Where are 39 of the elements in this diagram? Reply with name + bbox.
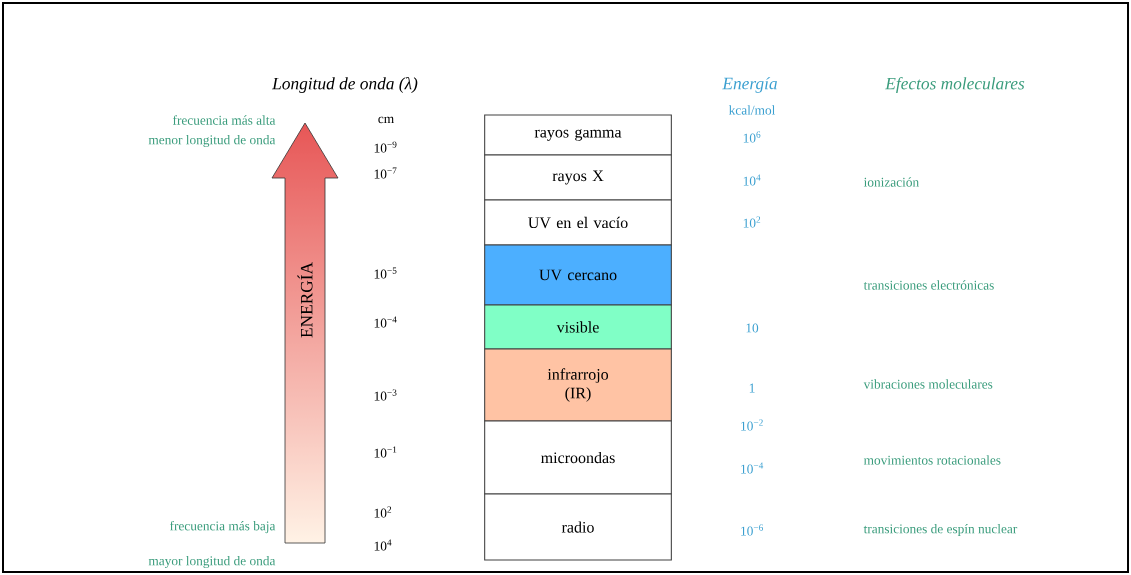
label: menor longitud de onda (148, 134, 276, 148)
arrow-label: ENERGÍA (297, 262, 313, 338)
label: 10$^{−6}$ (741, 524, 764, 536)
label: transiciones de espín nuclear (863, 523, 1018, 537)
label: kcal/mol (728, 105, 776, 115)
spectrum-band: rayos X (484, 154, 672, 201)
spectrum-band: visible (484, 304, 672, 350)
label: 10$^{4}$ (374, 539, 392, 551)
label: Efectos moleculares (885, 77, 1025, 93)
spectrum-band: radio (484, 493, 672, 561)
label: transiciones electrónicas (863, 280, 994, 290)
label: 10$^{4}$ (743, 174, 761, 186)
label: 10$^{2}$ (374, 506, 392, 518)
label: 10$^{−3}$ (374, 389, 397, 401)
label: movimientos rotacionales (863, 455, 1001, 465)
label: frecuencia más baja (169, 520, 276, 534)
label: 10$^{−2}$ (741, 419, 763, 431)
label: vibraciones moleculares (863, 379, 993, 389)
label: ionización (863, 177, 919, 187)
label: 10$^{−4}$ (741, 462, 764, 474)
spectrum-band: microondas (484, 420, 672, 495)
label: 1 (749, 383, 755, 393)
label: cm (378, 116, 394, 124)
label: 10$^{−4}$ (374, 316, 397, 328)
label: 10$^{6}$ (743, 131, 761, 143)
spectrum-band: UV en el vacío (484, 199, 672, 246)
label: 10$^{−9}$ (374, 141, 397, 153)
label: 10$^{−5}$ (374, 267, 397, 279)
label: 10$^{−7}$ (374, 167, 397, 179)
spectrum-band: UV cercano (484, 244, 672, 306)
label: 10$^{2}$ (743, 216, 761, 228)
label: mayor longitud de onda (148, 555, 276, 569)
spectrum-band: rayos gamma (484, 114, 672, 156)
label: frecuencia más alta (172, 115, 276, 125)
label: 10$^{−1}$ (374, 446, 397, 458)
label: Longitud de onda (λ) (271, 77, 418, 93)
spectrum-band: infrarrojo (IR) (484, 348, 672, 422)
label: Energía (722, 77, 777, 93)
label: 10 (746, 323, 759, 333)
